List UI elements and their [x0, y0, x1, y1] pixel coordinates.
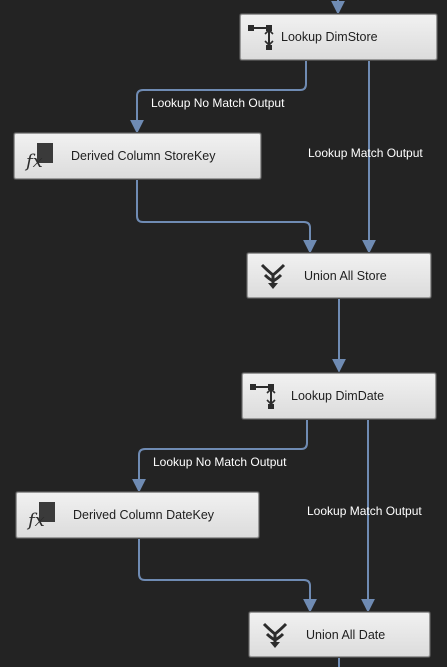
union-all-store-node[interactable]: Union All Store [247, 253, 431, 298]
node-label: Lookup DimStore [281, 30, 378, 44]
union-all-icon [250, 613, 300, 656]
union-all-date-node[interactable]: Union All Date [249, 612, 430, 657]
connector-date-no-match[interactable] [132, 419, 308, 493]
derived-column-datekey-node[interactable]: fx Derived Column DateKey [16, 492, 259, 538]
connector-datekey-to-union[interactable] [138, 538, 317, 613]
node-label: Derived Column StoreKey [71, 149, 216, 163]
lookup-icon [241, 15, 281, 59]
edge-label-date-match: Lookup Match Output [307, 504, 422, 518]
derived-column-icon: fx [17, 493, 67, 537]
derived-column-storekey-node[interactable]: fx Derived Column StoreKey [14, 133, 261, 179]
connector-store-no-match[interactable] [130, 60, 307, 134]
svg-text:fx: fx [24, 151, 43, 171]
node-label: Union All Store [304, 268, 387, 283]
edge-label-store-no-match: Lookup No Match Output [151, 96, 285, 110]
derived-column-icon: fx [15, 134, 65, 178]
edge-label-store-match: Lookup Match Output [308, 146, 423, 160]
lookup-dimdate-node[interactable]: Lookup DimDate [242, 373, 436, 419]
lookup-icon [243, 374, 283, 418]
edge-label-date-no-match: Lookup No Match Output [153, 455, 287, 469]
union-all-icon [248, 254, 298, 297]
node-label: Lookup DimDate [291, 389, 385, 403]
lookup-dimstore-node[interactable]: Lookup DimStore [240, 14, 437, 60]
node-label: Union All Date [306, 627, 386, 642]
svg-text:fx: fx [26, 510, 45, 530]
node-label: Derived Column DateKey [73, 508, 215, 522]
connector-storekey-to-union[interactable] [136, 179, 317, 254]
